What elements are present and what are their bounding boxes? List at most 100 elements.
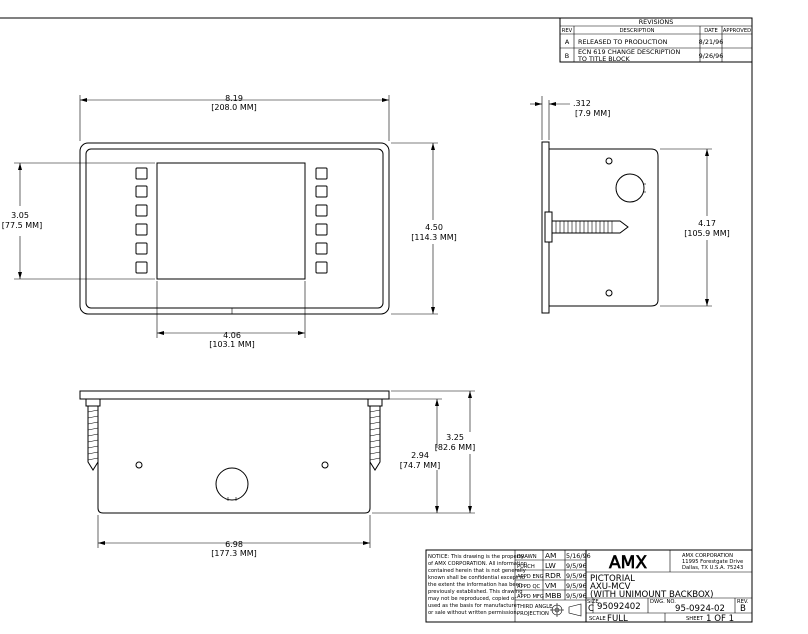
signoff-name-mfg: MBB [545, 591, 562, 600]
rev-value: B [740, 604, 746, 614]
svg-text:the extent the information has: the extent the information has been [428, 582, 522, 588]
bottom-view: 2.94 [74.7 MM] 3.25 [82.6 MM] 6.98 [177.… [79, 390, 475, 558]
rev-b-letter: B [565, 52, 569, 60]
signoff-name-drawn: AM [545, 551, 556, 560]
dim-bottom-width-mm: [177.3 MM] [211, 549, 257, 558]
rev-label: REV. [737, 599, 749, 605]
right-button-column [315, 167, 328, 274]
dim-side-height-in: 4.17 [698, 219, 716, 228]
dim-bottom-depth-total-mm: [82.6 MM] [435, 443, 475, 452]
dim-bottom-depth-mm: [74.7 MM] [400, 461, 440, 470]
company-address: 11995 Forestgate Drive [682, 559, 743, 565]
bottom-screw-left [85, 398, 101, 471]
dim-bottom-width-in: 6.98 [225, 540, 243, 549]
svg-text:NOTICE: This drawing is the pr: NOTICE: This drawing is the property [428, 554, 524, 560]
bottom-backbox [97, 399, 371, 514]
size-value: C [588, 604, 594, 614]
signoff-date-purch: 9/5/96 [566, 562, 587, 570]
dim-front-height-mm: [114.3 MM] [411, 233, 457, 242]
front-bezel-inner [85, 148, 384, 309]
description-line2: AXU-MCV [590, 582, 631, 592]
sheet-label: SHEET [686, 616, 704, 622]
signoff-role-drawn: DRAWN [517, 554, 537, 560]
rev-header: REV [562, 28, 573, 34]
signoff-role-eng: APPD ENG [517, 574, 544, 580]
revisions-table: REVISIONS REV DESCRIPTION DATE APPROVED … [559, 17, 753, 63]
bottom-hole-right [321, 461, 329, 469]
front-bezel-outer [79, 142, 390, 315]
signoff-date-qc: 9/5/96 [566, 582, 587, 590]
projection-label-line2: PROJECTION [517, 611, 549, 617]
part-number: 95092402 [597, 602, 641, 612]
dim-front-width-mm: [208.0 MM] [211, 103, 257, 112]
dim-bottom-depth-in: 2.94 [411, 451, 429, 460]
signoff-role-qc: APPD QC [517, 584, 541, 590]
dim-screen-width-mm: [103.1 MM] [209, 340, 255, 349]
bottom-hole-left [135, 461, 143, 469]
signoff-date-mfg: 9/5/96 [566, 592, 587, 600]
dim-bottom-depth-total-in: 3.25 [446, 433, 464, 442]
signoff-role-mfg: APPD MFG [517, 594, 544, 600]
left-button-column [135, 167, 148, 274]
notice-text: NOTICE: This drawing is the property of … [428, 554, 527, 616]
signoff-name-purch: LW [545, 561, 556, 570]
signoff-role-purch: PURCH [517, 564, 535, 570]
description-line3: (WITH UNIMOUNT BACKBOX) [590, 590, 713, 600]
third-angle-projection-icon [550, 603, 582, 617]
size-label: SIZE [587, 599, 599, 605]
scale-label: SCALE [589, 616, 606, 622]
svg-text:or sale without written permis: or sale without written permission. [428, 610, 519, 616]
svg-text:may not be reproduced, copied: may not be reproduced, copied or [428, 596, 517, 602]
signoff-name-eng: RDR [545, 571, 561, 580]
date-header: DATE [704, 28, 718, 34]
front-view: 8.19 [208.0 MM] 3.05 [77.5 MM] 4.50 [114… [2, 94, 457, 349]
company-city: Dallas, TX U.S.A. 75243 [682, 565, 743, 571]
dim-side-flange-in: .312 [573, 99, 591, 108]
amx-logo: AMX [609, 553, 648, 574]
rev-b-date: 9/26/96 [699, 52, 724, 60]
dim-side-height-mm: [105.9 MM] [684, 229, 730, 238]
description-header: DESCRIPTION [619, 28, 654, 34]
approved-header: APPROVED [723, 28, 751, 34]
bottom-knockout [215, 467, 249, 501]
rev-a-description: RELEASED TO PRODUCTION [578, 38, 668, 46]
svg-text:of AMX CORPORATION. All inform: of AMX CORPORATION. All information [428, 561, 527, 567]
revisions-title: REVISIONS [639, 18, 674, 26]
rev-a-date: 8/21/96 [699, 38, 724, 46]
rev-b-description-line1: ECN 619 CHANGE DESCRIPTION [578, 48, 680, 56]
dim-front-width-in: 8.19 [225, 94, 243, 103]
dwg-no-label: DWG. NO. [650, 599, 676, 605]
svg-text:known shall be confidential ex: known shall be confidential except to [428, 575, 525, 581]
dim-front-height-inner-mm: [77.5 MM] [2, 221, 42, 230]
sheet-value: 1 OF 1 [706, 614, 734, 624]
rev-a-letter: A [565, 38, 570, 46]
side-view: .312 [7.9 MM] 4.17 [105.9 MM] [530, 96, 730, 314]
title-block: NOTICE: This drawing is the property of … [425, 549, 753, 624]
dim-side-flange-mm: [7.9 MM] [575, 109, 610, 118]
svg-text:AMX: AMX [609, 553, 647, 573]
side-hole-top [605, 157, 613, 165]
dwg-no-value: 95-0924-02 [675, 604, 725, 614]
bottom-screw-right [367, 398, 383, 471]
side-hole-bottom [605, 289, 613, 297]
svg-text:contained herein that is not g: contained herein that is not generally [428, 568, 526, 574]
front-screen [156, 162, 306, 280]
dim-front-height-in: 4.50 [425, 223, 443, 232]
side-screw [544, 211, 629, 243]
rev-b-description-line2: TO TITLE BLOCK [577, 55, 630, 63]
scale-value: FULL [607, 614, 628, 624]
svg-text:used as the basis for manufact: used as the basis for manufacture [428, 603, 517, 609]
dim-front-height-inner-in: 3.05 [11, 211, 29, 220]
signoff-date-eng: 9/5/96 [566, 572, 587, 580]
company-name: AMX CORPORATION [682, 553, 733, 559]
description-line1: PICTORIAL [590, 574, 635, 584]
svg-text:previously established. This d: previously established. This drawing [428, 589, 523, 595]
signoff-date-drawn: 5/16/96 [566, 552, 591, 560]
side-knockout [615, 173, 645, 203]
signoff-name-qc: VM [545, 581, 556, 590]
side-backbox [549, 148, 659, 307]
dim-screen-width-in: 4.06 [223, 331, 241, 340]
bottom-bezel [79, 390, 390, 400]
projection-label-line1: THIRD ANGLE [516, 604, 552, 610]
